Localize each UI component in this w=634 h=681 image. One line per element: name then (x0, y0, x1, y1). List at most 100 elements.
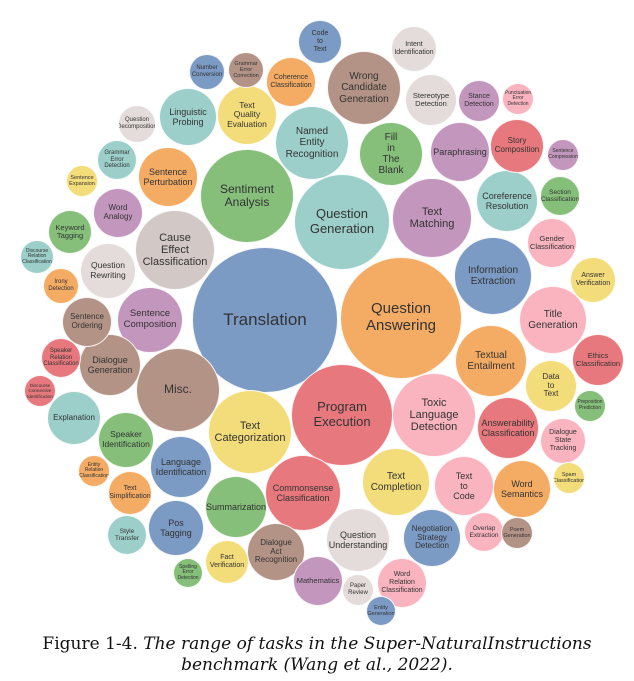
bubble-label: Paper Review (348, 583, 368, 596)
bubble-poem-generation: Poem Generation (501, 517, 533, 549)
bubble-label: Explanation (53, 412, 95, 422)
bubble-code-to-text: Code to Text (298, 20, 342, 64)
bubble-fill-in-the-blank: Fill in The Blank (359, 122, 423, 186)
caption-text-1: The range of tasks in the Super-NaturalI… (143, 634, 592, 654)
bubble-label: Data to Text (542, 371, 560, 399)
bubble-label: Sentence Ordering (70, 312, 104, 330)
bubble-discourse-relation-classification: Discourse Relation Classification (20, 240, 54, 274)
bubble-label: Keyword Tagging (55, 222, 85, 240)
bubble-label: Stereotype Detection (412, 90, 450, 108)
bubble-irony-detection: Irony Detection (43, 268, 79, 304)
bubble-label: Sentence Expansion (69, 174, 95, 187)
bubble-dialogue-state-tracking: Dialogue State Tracking (540, 418, 586, 464)
bubble-label: Text Simplification (109, 485, 151, 500)
bubble-coherence-classification: Coherence Classification (266, 57, 316, 107)
bubble-text-quality-evaluation: Text Quality Evaluation (217, 85, 277, 145)
bubble-label: Fact Verification (209, 554, 245, 569)
bubble-label: Dialogue Generation (87, 354, 133, 375)
bubble-sentence-ordering: Sentence Ordering (62, 297, 112, 347)
bubble-spelling-error-detection: Spelling Error Detection (173, 558, 203, 588)
bubble-text-completion: Text Completion (362, 448, 430, 516)
bubble-text-to-code: Text to Code (434, 456, 494, 516)
bubble-style-transfer: Style Transfer (107, 515, 147, 555)
bubble-answer-verification: Answer Verification (570, 257, 616, 303)
bubble-label: Question Understanding (328, 529, 388, 550)
bubble-keyword-tagging: Keyword Tagging (48, 210, 92, 254)
bubble-mathematics: Mathematics (293, 556, 343, 606)
bubble-story-composition: Story Composition (490, 119, 544, 173)
bubble-label: Grammar Error Correction (233, 60, 259, 80)
bubble-label: Poem Generation (503, 526, 531, 539)
bubble-label: Commonsense Classification (272, 482, 334, 503)
bubble-stereotype-detection: Stereotype Detection (405, 74, 457, 126)
bubble-explanation: Explanation (47, 391, 101, 445)
bubble-label: Text Categorization (214, 419, 286, 444)
bubble-label: Number Conversion (191, 65, 223, 78)
bubble-label: Text to Code (453, 470, 475, 502)
caption-line-1: Figure 1-4. The range of tasks in the Su… (0, 634, 634, 655)
bubble-label: Word Analogy (103, 203, 133, 221)
bubble-label: Question Generation (309, 206, 375, 236)
bubble-label: Speaker Identification (102, 429, 150, 449)
bubble-label: Overlap Extraction (469, 524, 499, 539)
bubble-question-rewriting: Question Rewriting (80, 243, 136, 299)
bubble-label: Fill in The Blank (378, 131, 404, 177)
bubble-label: Sentence Composition (123, 308, 177, 330)
bubble-label: Dialogue State Tracking (549, 429, 577, 452)
bubble-intent-identification: Intent Identification (391, 26, 437, 72)
bubble-paraphrasing: Paraphrasing (430, 122, 490, 182)
bubble-label: Word Semantics (500, 478, 544, 499)
bubble-text-simplification: Text Simplification (108, 471, 152, 515)
bubble-label: Code to Text (311, 30, 329, 53)
bubble-label: Discourse Connective Identification (27, 383, 53, 399)
figure-caption: Figure 1-4. The range of tasks in the Su… (0, 634, 634, 676)
bubble-sentence-expansion: Sentence Expansion (66, 165, 98, 197)
bubble-label: Paraphrasing (433, 146, 487, 157)
bubble-program-execution: Program Execution (291, 364, 393, 466)
bubble-label: Mathematics (296, 575, 340, 585)
bubble-sentence-perturbation: Sentence Perturbation (138, 147, 198, 207)
bubble-label: Stance Detection (464, 93, 494, 108)
bubble-spam-classification: Spam Classification (553, 462, 585, 494)
bubble-label: Title Generation (528, 308, 578, 331)
bubble-section-classification: Section Classification (540, 176, 580, 216)
bubble-label: Information Extraction (467, 264, 519, 287)
bubble-label: Style Transfer (115, 527, 139, 542)
bubble-label: Translation (223, 310, 307, 330)
bubble-question-understanding: Question Understanding (326, 508, 390, 572)
bubble-question-answering: Question Answering (340, 257, 462, 379)
bubble-question-decomposition: Question Decomposition (118, 105, 156, 143)
bubble-label: Intent Identification (394, 41, 434, 56)
bubble-textual-entailment: Textual Entailment (455, 325, 527, 397)
bubble-entity-relation-classification: Entity Relation Classification (78, 455, 110, 487)
bubble-label: Sentence Compression (548, 148, 578, 160)
bubble-language-identification: Language Identification (150, 436, 212, 498)
bubble-label: Pos Tagging (160, 517, 192, 538)
bubble-label: Answerability Classification (481, 417, 535, 438)
bubble-grammar-error-detection: Grammar Error Detection (97, 140, 137, 180)
bubble-word-analogy: Word Analogy (93, 188, 143, 238)
bubble-label: Coreference Resolution (482, 190, 532, 211)
bubble-translation: Translation (192, 247, 338, 393)
bubble-label: Text Quality Evaluation (227, 99, 267, 129)
bubble-label: Entity Relation Classification (79, 461, 109, 479)
bubble-commonsense-classification: Commonsense Classification (265, 455, 341, 531)
bubble-label: Coherence Classification (270, 74, 312, 89)
bubble-number-conversion: Number Conversion (189, 54, 225, 90)
bubble-label: Linguistic Probing (169, 106, 207, 127)
bubble-overlap-extraction: Overlap Extraction (464, 512, 504, 552)
bubble-misc: Misc. (136, 348, 220, 432)
bubble-label: Speaker Relation Classification (43, 347, 79, 368)
bubble-label: Entity Generation (367, 604, 395, 617)
bubble-sentiment-analysis: Sentiment Analysis (200, 149, 294, 243)
bubble-label: Cause Effect Classification (142, 231, 208, 269)
bubble-summarization: Summarization (205, 476, 267, 538)
caption-text-2: benchmark (Wang et al., 2022). (181, 655, 453, 675)
bubble-label: Spelling Error Detection (177, 563, 199, 581)
bubble-label: Wrong Candidate Generation (339, 71, 389, 105)
bubble-grammar-error-correction: Grammar Error Correction (228, 52, 264, 88)
bubble-question-generation: Question Generation (294, 174, 390, 270)
bubble-entity-generation: Entity Generation (366, 596, 396, 626)
bubble-wrong-candidate-generation: Wrong Candidate Generation (327, 51, 401, 125)
